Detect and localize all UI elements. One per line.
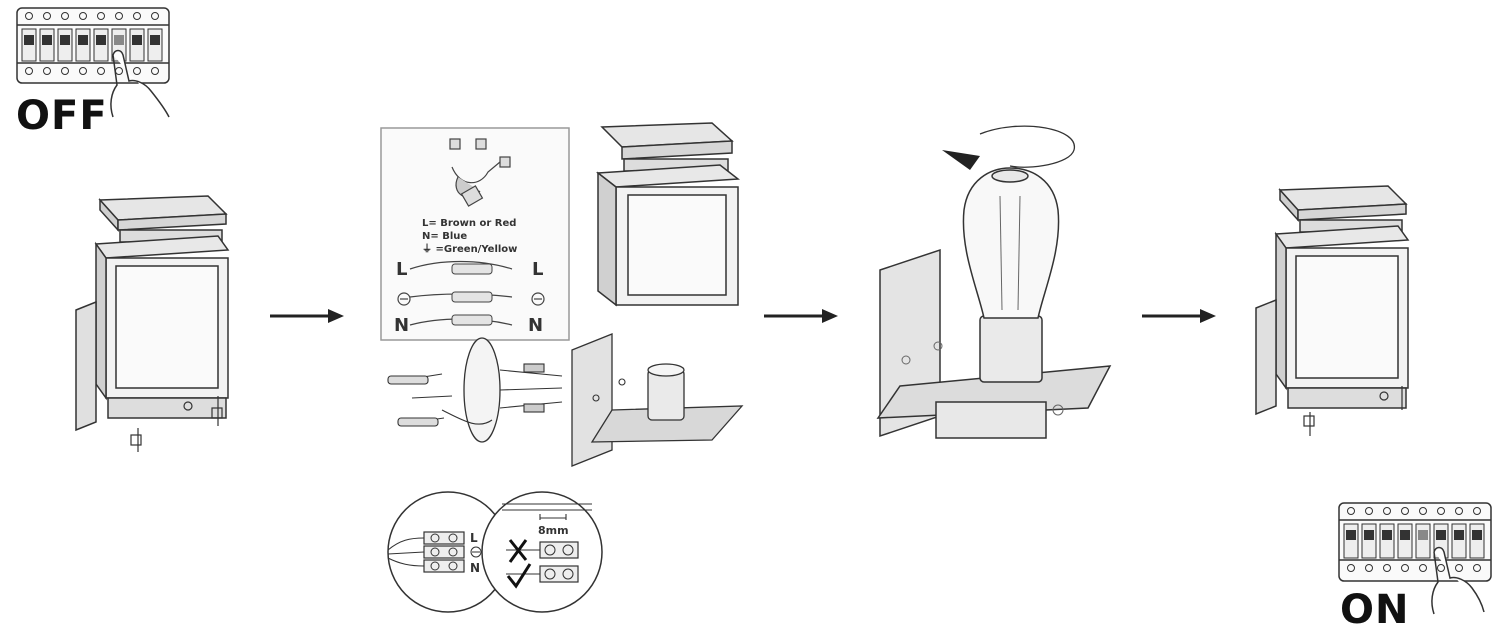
breaker-switch bbox=[1343, 523, 1359, 559]
lamp-closed-left bbox=[75, 195, 230, 452]
bulb-insertion bbox=[876, 125, 1112, 439]
breaker-switch bbox=[1379, 523, 1395, 559]
arrow-right-icon bbox=[270, 309, 344, 323]
arrow-right-icon bbox=[1142, 309, 1216, 323]
breaker-switch bbox=[1361, 523, 1377, 559]
breaker-switch bbox=[1397, 523, 1413, 559]
terminal-detail: L N 8mm bbox=[387, 491, 603, 613]
breaker-panel-on bbox=[1338, 502, 1492, 582]
on-label: ON bbox=[1340, 587, 1410, 633]
legend-live-note: L= Brown or Red bbox=[422, 218, 516, 229]
legend-live-left: L bbox=[396, 259, 407, 280]
terminal-live-label: L bbox=[470, 531, 478, 545]
terminal-neutral-label: N bbox=[470, 561, 480, 575]
legend-earth-note: ⏚ =Green/Yellow bbox=[422, 243, 517, 255]
cross-mark-icon bbox=[508, 539, 528, 563]
strip-length-label: 8mm bbox=[538, 524, 569, 537]
hand-icon bbox=[110, 49, 170, 118]
hand-icon bbox=[1431, 546, 1485, 615]
off-label: OFF bbox=[16, 93, 108, 139]
arrow-right-icon bbox=[764, 309, 838, 323]
check-mark-icon bbox=[506, 563, 532, 589]
legend-neutral-note: N= Blue bbox=[422, 231, 467, 242]
earth-symbol-icon bbox=[397, 292, 545, 306]
lamp-closed-right bbox=[1255, 185, 1410, 436]
lamp-cover-removed bbox=[595, 122, 741, 307]
legend-neutral-left: N bbox=[394, 315, 409, 336]
legend-neutral-right: N bbox=[528, 315, 543, 336]
wiring-exploded-view bbox=[387, 333, 744, 467]
legend-live-right: L bbox=[532, 259, 543, 280]
wiring-legend-box: L= Brown or Red N= Blue ⏚ =Green/Yellow … bbox=[380, 127, 570, 341]
